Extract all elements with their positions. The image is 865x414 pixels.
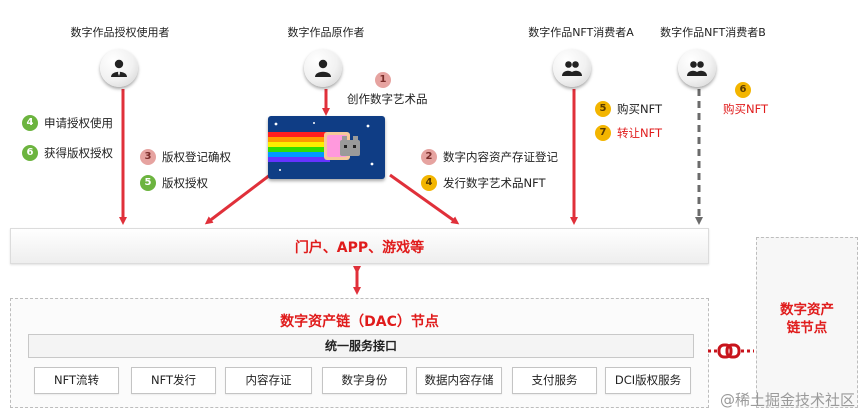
step-content-register: 2 数字内容资产存证登记 [421,149,558,165]
step-text: 版权授权 [162,176,208,190]
step-number-badge: 6 [735,82,751,98]
step-copyright-license: 5 版权授权 [140,175,208,191]
actor-label-original-author: 数字作品原作者 [287,26,365,39]
actor-label-consumer-b: 数字作品NFT消费者B [660,26,766,39]
step-text: 购买NFT [723,102,769,116]
step-text: 数字内容资产存证登记 [443,150,558,164]
step-number-badge: 6 [22,145,38,161]
step-text: 版权登记确权 [162,150,231,164]
service-dci-copyright: DCI版权服务 [605,367,691,394]
author-avatar-icon [304,49,342,87]
step-number-badge: 5 [595,101,611,117]
service-content-notarize: 内容存证 [225,367,312,394]
service-nft-transfer: NFT流转 [34,367,119,394]
side-node-line2: 链节点 [786,320,828,336]
arrow-artwork-to-portal-left [204,173,271,225]
group-avatar-icon [553,49,591,87]
digital-artwork-image [268,116,385,179]
unified-api-bar: 统一服务接口 [28,334,694,358]
step-issue-nft: 4 发行数字艺术品NFT [421,175,546,191]
portal-layer-label: 门户、APP、游戏等 [294,240,425,256]
step-buy-nft-b: 6 购买NFT [723,82,768,117]
watermark-text: @稀土掘金技术社区 [719,391,855,409]
side-node-line1: 数字资产 [780,302,834,318]
chain-link-icon [708,343,754,359]
step-transfer-nft: 7 转让NFT [595,125,662,141]
step-text: 转让NFT [617,126,663,140]
step-text: 发行数字艺术品NFT [443,176,546,190]
step-buy-nft-a: 5 购买NFT [595,101,662,117]
step-number-badge: 2 [421,149,437,165]
step-text: 创作数字艺术品 [347,92,428,106]
actor-label-licensed-user: 数字作品授权使用者 [70,26,170,39]
step-create-artwork: 1 创作数字艺术品 [347,72,428,107]
step-number-badge: 5 [140,175,156,191]
step-text: 申请授权使用 [44,116,113,130]
step-copyright-register: 3 版权登记确权 [140,149,231,165]
service-nft-issue: NFT发行 [131,367,216,394]
portal-app-layer: 门户、APP、游戏等 [10,228,709,264]
step-number-badge: 4 [22,115,38,131]
group-avatar-icon [678,49,716,87]
step-text: 购买NFT [617,102,663,116]
actor-label-consumer-a: 数字作品NFT消费者A [528,26,634,39]
service-data-storage: 数据内容存储 [416,367,502,394]
side-chain-node-label: 数字资产 链节点 [757,301,857,337]
step-text: 获得版权授权 [44,146,113,160]
service-payment: 支付服务 [512,367,597,394]
arrow-artwork-to-portal-right [389,173,460,225]
step-number-badge: 3 [140,149,156,165]
user-avatar-icon [100,49,138,87]
service-digital-identity: 数字身份 [322,367,407,394]
dac-title: 数字资产链（DAC）节点 [280,314,439,330]
step-number-badge: 7 [595,125,611,141]
side-chain-node-box: 数字资产 链节点 [756,237,858,408]
step-apply-license: 4 申请授权使用 [22,115,113,131]
step-number-badge: 1 [375,72,391,88]
step-number-badge: 4 [421,175,437,191]
step-obtain-license: 6 获得版权授权 [22,145,113,161]
